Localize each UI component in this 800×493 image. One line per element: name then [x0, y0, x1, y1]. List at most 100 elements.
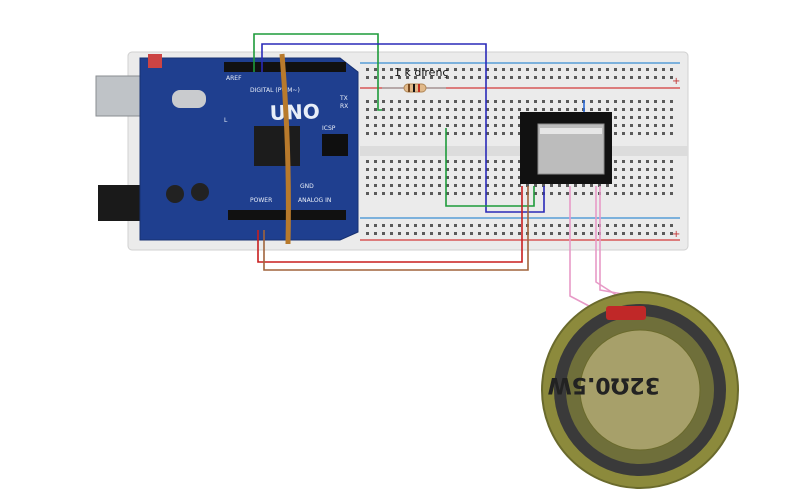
breadboard-hole — [366, 176, 369, 179]
breadboard-hole — [502, 176, 505, 179]
breadboard-hole — [630, 224, 633, 227]
breadboard-hole — [638, 224, 641, 227]
breadboard-hole — [526, 108, 529, 111]
breadboard-hole — [622, 232, 625, 235]
breadboard-hole — [630, 76, 633, 79]
breadboard-hole — [430, 116, 433, 119]
breadboard-hole — [406, 68, 409, 71]
breadboard-hole — [438, 100, 441, 103]
breadboard-hole — [382, 224, 385, 227]
breadboard-hole — [470, 184, 473, 187]
breadboard-hole — [622, 184, 625, 187]
breadboard-hole — [478, 168, 481, 171]
breadboard-hole — [614, 108, 617, 111]
breadboard-hole — [670, 116, 673, 119]
breadboard-hole — [582, 76, 585, 79]
breadboard-hole — [510, 124, 513, 127]
breadboard-hole — [398, 108, 401, 111]
breadboard-hole — [366, 100, 369, 103]
breadboard-hole — [454, 76, 457, 79]
breadboard-hole — [534, 232, 537, 235]
breadboard-hole — [422, 108, 425, 111]
breadboard-hole — [614, 176, 617, 179]
breadboard-hole — [494, 76, 497, 79]
breadboard-hole — [662, 184, 665, 187]
breadboard-hole — [630, 232, 633, 235]
breadboard-hole — [566, 100, 569, 103]
breadboard-hole — [566, 192, 569, 195]
breadboard-hole — [398, 116, 401, 119]
breadboard-hole — [478, 184, 481, 187]
breadboard-hole — [478, 124, 481, 127]
breadboard-hole — [614, 168, 617, 171]
breadboard-hole — [662, 160, 665, 163]
breadboard-hole — [598, 108, 601, 111]
power-label: POWER — [250, 197, 272, 204]
breadboard-hole — [382, 132, 385, 135]
icsp-header — [322, 134, 348, 156]
breadboard-hole — [582, 224, 585, 227]
breadboard-hole — [390, 116, 393, 119]
breadboard-hole — [518, 132, 521, 135]
breadboard-hole — [374, 168, 377, 171]
breadboard-hole — [558, 224, 561, 227]
breadboard-hole — [590, 68, 593, 71]
breadboard-hole — [494, 100, 497, 103]
breadboard-hole — [446, 176, 449, 179]
breadboard-hole — [646, 116, 649, 119]
breadboard-hole — [454, 192, 457, 195]
breadboard-hole — [462, 184, 465, 187]
breadboard-hole — [438, 184, 441, 187]
breadboard-hole — [430, 224, 433, 227]
breadboard-hole — [486, 184, 489, 187]
breadboard-hole — [430, 192, 433, 195]
green-wire-module — [445, 128, 535, 207]
breadboard-hole — [454, 176, 457, 179]
breadboard-hole — [662, 132, 665, 135]
breadboard-hole — [390, 76, 393, 79]
breadboard-hole — [494, 224, 497, 227]
breadboard-hole — [478, 132, 481, 135]
breadboard-hole — [510, 184, 513, 187]
breadboard-hole — [462, 108, 465, 111]
breadboard-hole — [366, 132, 369, 135]
breadboard-hole — [382, 176, 385, 179]
breadboard-hole — [486, 192, 489, 195]
breadboard-hole — [478, 116, 481, 119]
breadboard-hole — [654, 160, 657, 163]
breadboard-hole — [446, 116, 449, 119]
speaker: 32Ω0.5W — [541, 291, 739, 489]
breadboard-hole — [638, 68, 641, 71]
breadboard-hole — [438, 116, 441, 119]
breadboard-hole — [422, 176, 425, 179]
breadboard-hole — [662, 124, 665, 127]
breadboard-hole — [646, 192, 649, 195]
breadboard-hole — [630, 168, 633, 171]
breadboard-hole — [494, 124, 497, 127]
breadboard-hole — [630, 132, 633, 135]
breadboard-hole — [630, 100, 633, 103]
arduino-uno-board: UNO DIGITAL (PWM~) POWER ANALOG IN ICSP … — [95, 54, 359, 241]
breadboard-hole — [598, 76, 601, 79]
breadboard-hole — [518, 68, 521, 71]
breadboard-hole — [414, 100, 417, 103]
breadboard-hole — [446, 160, 449, 163]
breadboard-hole — [630, 68, 633, 71]
breadboard-hole — [454, 108, 457, 111]
breadboard-hole — [606, 232, 609, 235]
breadboard-hole — [390, 108, 393, 111]
breadboard-hole — [598, 184, 601, 187]
breadboard-hole — [662, 100, 665, 103]
breadboard-hole — [638, 184, 641, 187]
pink-wire-spk2 — [595, 186, 625, 301]
breadboard-hole — [526, 100, 529, 103]
breadboard-hole — [646, 168, 649, 171]
breadboard-hole — [622, 168, 625, 171]
breadboard-hole — [606, 224, 609, 227]
breadboard-hole — [390, 132, 393, 135]
breadboard-hole — [478, 76, 481, 79]
breadboard-hole — [398, 224, 401, 227]
breadboard-hole — [654, 132, 657, 135]
breadboard-hole — [494, 176, 497, 179]
breadboard-hole — [654, 108, 657, 111]
